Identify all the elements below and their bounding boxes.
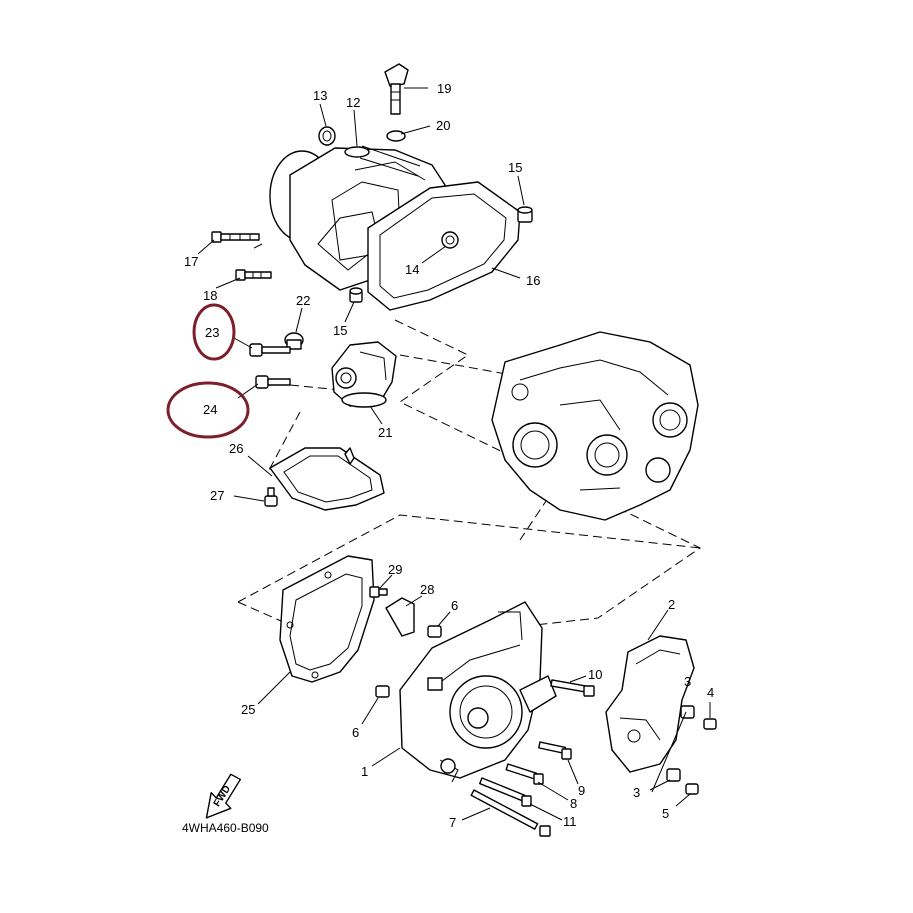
callout-1: 1	[361, 764, 368, 779]
callout-28: 28	[420, 582, 434, 597]
callout-6-upper: 6	[451, 598, 458, 613]
cover-plate	[264, 447, 385, 511]
callout-22: 22	[296, 293, 310, 308]
callout-3-upper: 3	[684, 674, 691, 689]
callout-20: 20	[436, 118, 450, 133]
callout-17: 17	[184, 254, 198, 269]
bolt-4	[703, 718, 717, 730]
callout-24: 24	[203, 402, 217, 417]
callout-18: 18	[203, 288, 217, 303]
callout-14: 14	[405, 262, 419, 277]
highlight-circle-23	[192, 303, 236, 361]
callout-16: 16	[526, 273, 540, 288]
bolt-5	[685, 783, 699, 795]
small-parts	[369, 586, 442, 698]
callout-2: 2	[668, 597, 675, 612]
bolt-23	[249, 343, 263, 357]
callout-13: 13	[313, 88, 327, 103]
callout-7: 7	[449, 815, 456, 830]
callout-5: 5	[662, 806, 669, 821]
oil-seal	[318, 126, 336, 146]
dowel-6b	[375, 685, 390, 698]
leader-lines	[197, 87, 711, 821]
fwd-arrow-icon: FWD	[205, 773, 242, 819]
callout-19: 19	[437, 81, 451, 96]
highlight-marks	[166, 303, 250, 439]
bolt-24	[255, 375, 269, 389]
cover-gasket-25	[279, 555, 375, 683]
cover-bolts	[470, 679, 595, 837]
grommet-3a	[680, 705, 695, 719]
bolt-29	[369, 586, 380, 598]
oil-pump-assembly	[249, 332, 397, 408]
callout-8: 8	[570, 796, 577, 811]
sprocket-cover	[605, 635, 717, 795]
highlight-circle-24	[166, 381, 250, 439]
callout-25: 25	[241, 702, 255, 717]
callout-12: 12	[346, 95, 360, 110]
callout-15-upper: 15	[508, 160, 522, 175]
callout-26: 26	[229, 441, 243, 456]
callout-9: 9	[578, 783, 585, 798]
crankcase	[491, 331, 699, 521]
callout-labels: 19 20 13 12 15 17 14 16 18 22 15 23 24 2…	[184, 81, 714, 830]
dowel-6a	[427, 625, 442, 638]
crankcase-cover-lower	[399, 601, 557, 783]
o-ring	[386, 130, 406, 142]
bracket-28	[385, 597, 415, 637]
screw-27	[264, 495, 278, 507]
diagram-code: 4WHA460-B090	[182, 821, 269, 835]
callout-4: 4	[707, 685, 714, 700]
callout-11: 11	[563, 814, 577, 829]
callout-21: 21	[378, 425, 392, 440]
callout-3-lower: 3	[633, 785, 640, 800]
oil-filler-plug	[384, 63, 409, 115]
callout-29: 29	[388, 562, 402, 577]
grommet-3b	[666, 768, 681, 782]
callout-15-lower: 15	[333, 323, 347, 338]
callout-23: 23	[205, 325, 219, 340]
crankcase-cover-upper	[211, 126, 533, 311]
callout-27: 27	[210, 488, 224, 503]
callout-6-lower: 6	[352, 725, 359, 740]
callout-10: 10	[588, 667, 602, 682]
